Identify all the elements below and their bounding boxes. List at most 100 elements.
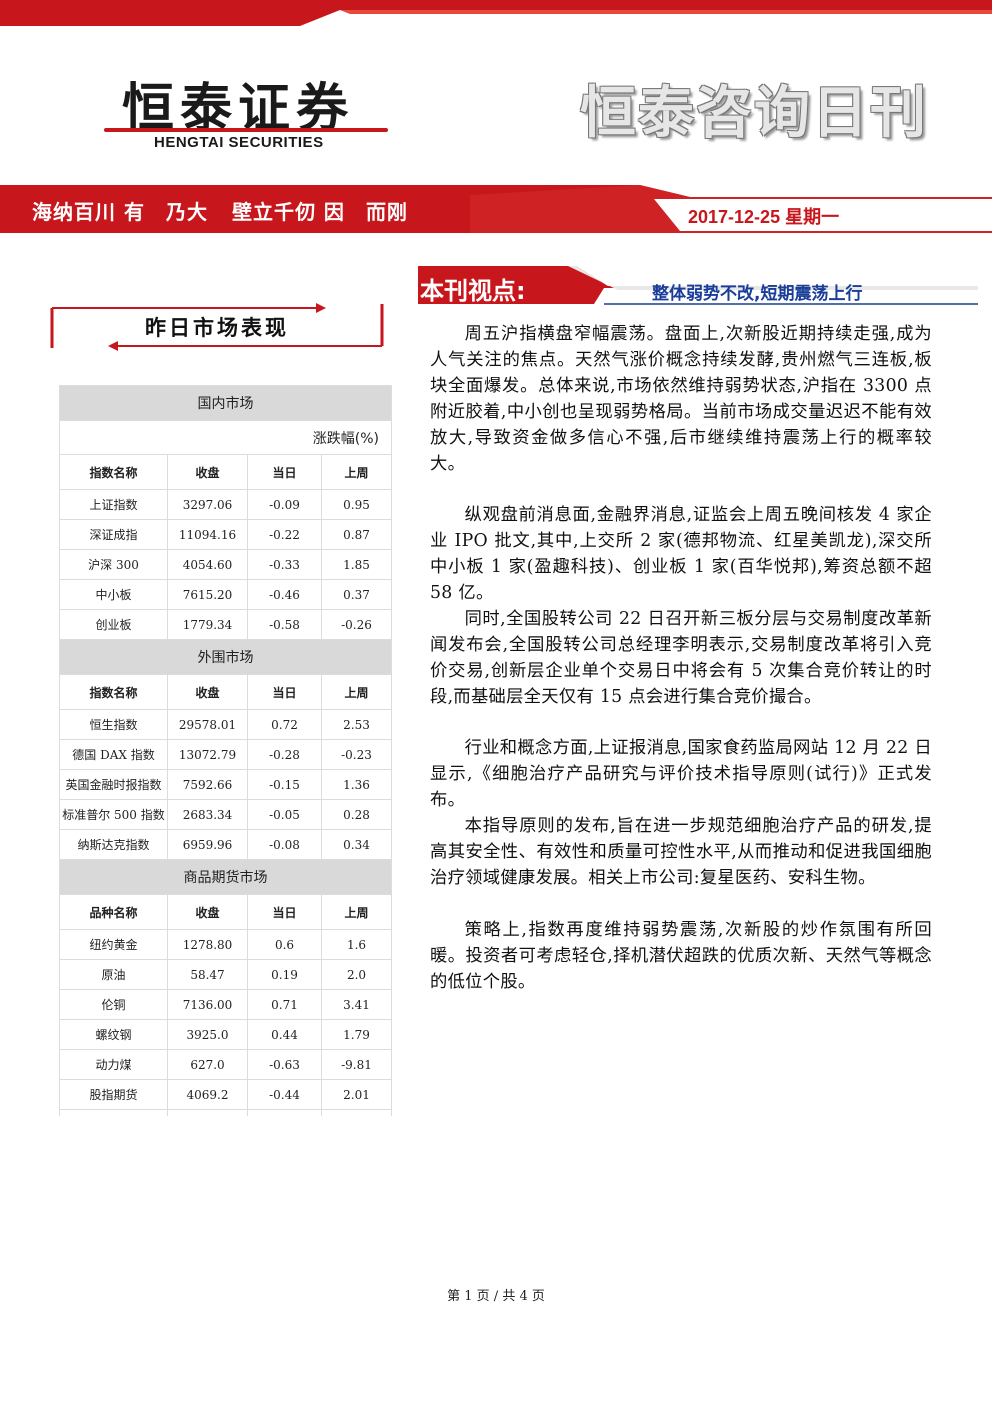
viewpoint-headline: 整体弱势不改,短期震荡上行 xyxy=(652,284,863,304)
column-header: 收盘 xyxy=(167,674,248,710)
cell-week-change: 2.53 xyxy=(321,709,392,740)
column-header: 当日 xyxy=(247,454,322,490)
slogan: 海纳百川 有恒乃大壁立千仞 因泰而刚 xyxy=(32,196,408,225)
cell-week-change: 1.36 xyxy=(321,769,392,800)
article-paragraph: 行业和概念方面,上证报消息,国家食药监局网站 12 月 22 日显示,《细胞治疗… xyxy=(430,738,932,811)
cell-name: 标准普尔 500 指数 xyxy=(59,799,168,830)
slogan-text: 海纳百川 有 xyxy=(32,200,145,224)
cell-name: 纽约黄金 xyxy=(59,929,168,960)
cell-week-change: 1.85 xyxy=(321,549,392,580)
slogan-band xyxy=(0,185,992,233)
cell-close: 1779.34 xyxy=(167,609,248,640)
cell-close: 7615.20 xyxy=(167,579,248,610)
cell-close: 627.0 xyxy=(167,1049,248,1080)
cell-week-change: 1.6 xyxy=(321,929,392,960)
cell-day-change: 0.71 xyxy=(247,989,322,1020)
article-paragraph: 策略上,指数再度维持弱势震荡,次新股的炒作氛围有所回暖。投资者可考虑轻仓,择机潜… xyxy=(430,919,932,992)
cell-day-change: -0.08 xyxy=(247,829,322,860)
slogan-text: 而刚 xyxy=(365,200,408,224)
cell-name: 创业板 xyxy=(59,609,168,640)
cell-name: 股指期货 xyxy=(59,1079,168,1110)
cell-close: 7136.00 xyxy=(167,989,248,1020)
cell-name: 上证指数 xyxy=(59,489,168,520)
cell-day-change: -0.63 xyxy=(247,1049,322,1080)
top-red-bar xyxy=(0,0,992,26)
cell-day-change: -0.22 xyxy=(247,519,322,550)
column-header: 收盘 xyxy=(167,454,248,490)
cell-close: 58.47 xyxy=(167,959,248,990)
cell-day-change: -0.09 xyxy=(247,489,322,520)
table-row xyxy=(59,1109,392,1116)
market-box-title: 昨日市场表现 xyxy=(145,315,289,340)
company-logo-english: HENGTAI SECURITIES xyxy=(154,134,324,151)
column-header: 上周 xyxy=(321,894,392,930)
cell-week-change: -0.23 xyxy=(321,739,392,770)
cell-name: 纳斯达克指数 xyxy=(59,829,168,860)
cell-name: 中小板 xyxy=(59,579,168,610)
cell-name: 原油 xyxy=(59,959,168,990)
cell-name: 伦铜 xyxy=(59,989,168,1020)
cell-day-change: 0.44 xyxy=(247,1019,322,1050)
column-header: 指数名称 xyxy=(59,674,168,710)
cell-week-change: 1.79 xyxy=(321,1019,392,1050)
slogan-highlight: 恒 xyxy=(144,200,166,224)
cell-week-change: -9.81 xyxy=(321,1049,392,1080)
cell-week-change: 0.95 xyxy=(321,489,392,520)
table-header-row: 指数名称 收盘 当日 上周 xyxy=(59,454,392,490)
column-header: 上周 xyxy=(321,454,392,490)
cell-close: 7592.66 xyxy=(167,769,248,800)
cell-close: 3297.06 xyxy=(167,489,248,520)
table-header-row: 指数名称 收盘 当日 上周 xyxy=(59,674,392,710)
table-header-row: 品种名称 收盘 当日 上周 xyxy=(59,894,392,930)
cell-close: 2683.34 xyxy=(167,799,248,830)
page-number: 第 1 页 / 共 4 页 xyxy=(447,1289,545,1304)
table-tail-cell xyxy=(59,1109,168,1116)
table-tail-cell xyxy=(247,1109,322,1116)
cell-week-change: 2.01 xyxy=(321,1079,392,1110)
cell-close: 13072.79 xyxy=(167,739,248,770)
logo-underline xyxy=(104,128,388,132)
cell-week-change: 0.34 xyxy=(321,829,392,860)
cell-day-change: -0.44 xyxy=(247,1079,322,1110)
cell-day-change: -0.28 xyxy=(247,739,322,770)
cell-day-change: -0.15 xyxy=(247,769,322,800)
cell-name: 恒生指数 xyxy=(59,709,168,740)
column-header: 收盘 xyxy=(167,894,248,930)
cell-week-change: 0.37 xyxy=(321,579,392,610)
table-tail-cell xyxy=(167,1109,248,1116)
issue-date: 2017-12-25 星期一 xyxy=(688,207,840,227)
column-header: 品种名称 xyxy=(59,894,168,930)
column-header: 上周 xyxy=(321,674,392,710)
viewpoint-tab xyxy=(418,266,978,305)
section-title-commodities: 商品期货市场 xyxy=(59,859,392,895)
viewpoint-label: 本刊视点: xyxy=(420,277,526,305)
column-header: 指数名称 xyxy=(59,454,168,490)
cell-day-change: -0.05 xyxy=(247,799,322,830)
section-title-domestic: 国内市场 xyxy=(59,385,392,421)
cell-day-change: -0.33 xyxy=(247,549,322,580)
cell-day-change: 0.6 xyxy=(247,929,322,960)
article-paragraph: 纵观盘前消息面,金融界消息,证监会上周五晚间核发 4 家企业 IPO 批文,其中… xyxy=(430,505,932,604)
slogan-text: 乃大 xyxy=(165,200,208,224)
cell-name: 动力煤 xyxy=(59,1049,168,1080)
cell-close: 29578.01 xyxy=(167,709,248,740)
cell-name: 德国 DAX 指数 xyxy=(59,739,168,770)
publication-title: 恒泰咨询日刊 xyxy=(580,81,928,146)
cell-day-change: -0.46 xyxy=(247,579,322,610)
column-header: 当日 xyxy=(247,674,322,710)
cell-name: 深证成指 xyxy=(59,519,168,550)
cell-week-change: 3.41 xyxy=(321,989,392,1020)
